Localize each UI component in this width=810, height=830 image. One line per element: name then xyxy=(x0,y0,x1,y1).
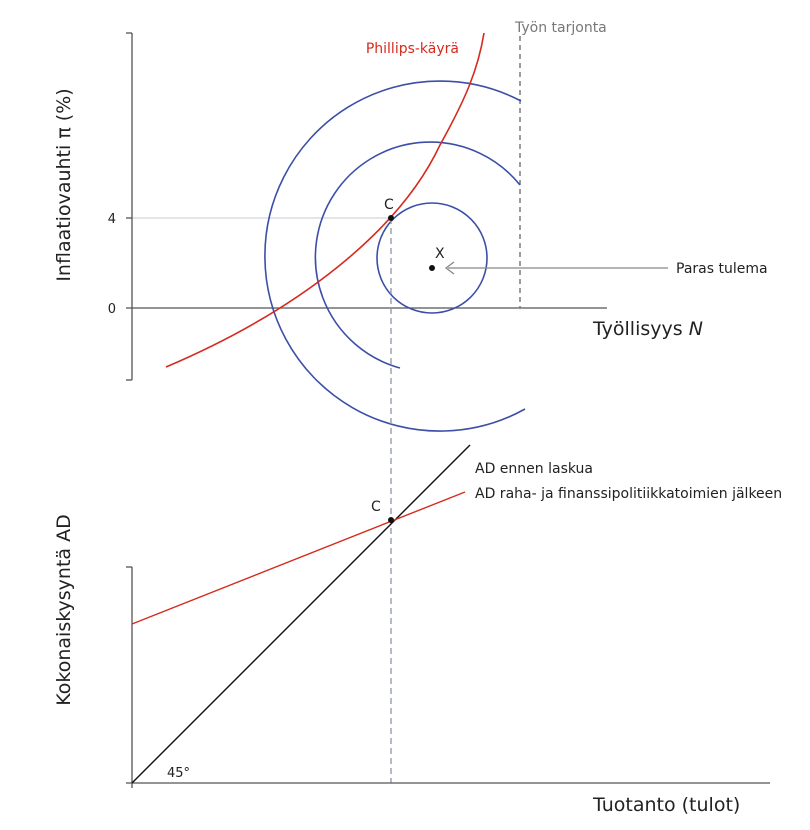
top-x-axis-title-text: Työllisyys xyxy=(592,318,689,340)
bottom-x-axis-title: Tuotanto (tulot) xyxy=(592,794,740,816)
top-x-axis-title-variable: N xyxy=(689,318,703,340)
bottom-panel: Kokonaiskysyntä AD Tuotanto (tulot) AD e… xyxy=(53,444,782,816)
y-tick-label-0: 0 xyxy=(108,302,116,317)
top-x-axis-title: Työllisyys N xyxy=(592,318,703,340)
bottom-y-axis-title: Kokonaiskysyntä AD xyxy=(53,514,75,705)
ad-before-line xyxy=(131,444,471,784)
point-c-bottom-label: C xyxy=(371,499,381,515)
top-panel: Inflaatiovauhti π (%) Työllisyys N 4 0 P… xyxy=(53,20,768,783)
point-x xyxy=(429,265,435,271)
point-c-top xyxy=(388,215,394,221)
ad-after-line xyxy=(131,491,466,625)
best-outcome-label: Paras tulema xyxy=(676,261,768,277)
best-outcome-arrow-head xyxy=(444,261,455,275)
indifference-curve-outer xyxy=(264,80,526,432)
ad-after-label: AD raha- ja finanssipolitiikkatoimien jä… xyxy=(475,486,782,502)
top-y-axis-title: Inflaatiovauhti π (%) xyxy=(53,88,75,281)
angle-45-label: 45° xyxy=(167,766,190,781)
point-c-bottom xyxy=(388,517,394,523)
ad-before-label: AD ennen laskua xyxy=(475,461,593,477)
labour-supply-label: Työn tarjonta xyxy=(514,20,607,36)
phillips-curve xyxy=(165,32,485,368)
y-tick-label-4: 4 xyxy=(108,212,116,227)
point-c-top-label: C xyxy=(384,197,394,213)
indifference-curve-inner xyxy=(376,202,488,314)
phillips-curve-label: Phillips-käyrä xyxy=(366,41,459,57)
indifference-curve-middle xyxy=(314,141,521,369)
point-x-label: X xyxy=(435,246,445,262)
